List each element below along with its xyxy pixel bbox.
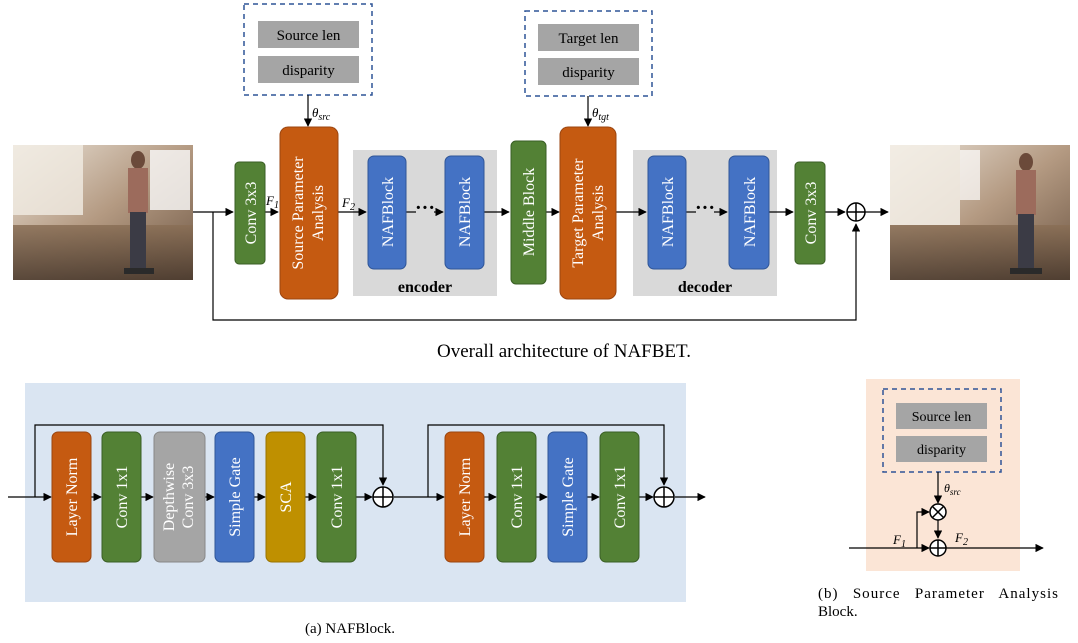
decoder-ellipsis: ··· (695, 197, 715, 219)
overall-caption: Overall architecture of NAFBET. (437, 341, 691, 362)
sca-text: SCA (278, 481, 295, 513)
sca-block (265, 431, 306, 563)
tpa-text-line1: Target Parameter (570, 158, 587, 268)
decoder-nafblock-1-text: NAFBlock (660, 177, 677, 247)
conv1x1-block-1b (316, 431, 357, 563)
depthwise-text-line1: Depthwise (161, 463, 178, 531)
spa-f1-branch (916, 507, 930, 548)
nafblock1-skip (34, 424, 388, 497)
target-len-text: Target len (559, 31, 619, 47)
output-image (890, 145, 1070, 280)
conv1x1-block-2b (599, 431, 640, 563)
multiply-icon (929, 503, 947, 521)
encoder-ellipsis: ··· (415, 197, 435, 219)
simple-gate-1-text: Simple Gate (227, 457, 244, 537)
input-image (13, 145, 193, 280)
spa-params-box (882, 388, 1002, 473)
global-skip-connection (212, 212, 861, 321)
spa-source-len-chip (896, 403, 987, 429)
spa-caption-line2: Block. (818, 604, 858, 620)
spa-f2-label: F2 (954, 530, 968, 548)
encoder-nafblock-1 (367, 155, 407, 270)
target-parameter-analysis-block (559, 126, 617, 300)
conv1x1-2a-text: Conv 1x1 (509, 466, 526, 529)
spa-disparity-chip (896, 436, 987, 462)
spa-f1-label: F1 (892, 532, 906, 550)
source-len-text: Source len (277, 28, 341, 44)
layer-norm-2-text: Layer Norm (457, 457, 474, 536)
middle-block-text: Middle Block (521, 168, 538, 256)
encoder-nafblock-2 (444, 155, 485, 270)
conv1x1-block-1a (101, 431, 142, 563)
depthwise-text-line2: Conv 3x3 (180, 466, 197, 529)
source-disparity-chip (258, 56, 359, 83)
target-disparity-chip (538, 58, 639, 85)
simple-gate-block-1 (214, 431, 255, 563)
spa-theta-label: θsrc (944, 481, 961, 497)
add-icon (653, 486, 675, 508)
layer-norm-1-text: Layer Norm (64, 457, 81, 536)
simple-gate-block-2 (547, 431, 588, 563)
spa-disparity-text: disparity (917, 443, 966, 458)
add-icon (372, 486, 394, 508)
tpa-text-line2: Analysis (590, 185, 607, 241)
layer-norm-block-1 (51, 431, 92, 563)
simple-gate-2-text: Simple Gate (560, 457, 577, 537)
source-disparity-text: disparity (282, 63, 335, 79)
encoder-nafblock-2-text: NAFBlock (457, 177, 474, 247)
layer-norm-block-2 (444, 431, 485, 563)
conv-out-block (794, 161, 826, 265)
source-parameter-analysis-block (279, 126, 339, 300)
residual-add-icon (846, 202, 866, 222)
spa-text-line1: Source Parameter (290, 156, 307, 270)
conv1x1-2b-text: Conv 1x1 (612, 466, 629, 529)
conv1x1-block-2a (496, 431, 537, 563)
depthwise-conv-block (153, 431, 206, 563)
target-disparity-text: disparity (562, 65, 615, 81)
f2-label: F2 (341, 195, 355, 213)
theta-tgt-label: θtgt (592, 105, 609, 123)
decoder-nafblock-1 (647, 155, 687, 270)
conv-in-block (234, 161, 266, 265)
nafblock2-skip (427, 424, 669, 497)
conv-out-text: Conv 3x3 (803, 182, 820, 245)
theta-src-label: θsrc (312, 105, 331, 123)
decoder-nafblock-2 (728, 155, 770, 270)
spa-caption-line1: (b) Source Parameter Analysis (818, 586, 1058, 602)
middle-block (510, 140, 547, 285)
conv1x1-1a-text: Conv 1x1 (114, 466, 131, 529)
spa-text-line2: Analysis (310, 185, 327, 241)
conv-in-text: Conv 3x3 (243, 182, 260, 245)
decoder-nafblock-2-text: NAFBlock (742, 177, 759, 247)
conv1x1-1b-text: Conv 1x1 (329, 466, 346, 529)
target-len-chip (538, 24, 639, 51)
add-icon (929, 539, 947, 557)
nafblock-caption: (a) NAFBlock. (305, 621, 395, 637)
source-len-chip (258, 21, 359, 48)
spa-source-len-text: Source len (912, 410, 971, 425)
decoder-label: decoder (678, 279, 732, 296)
encoder-nafblock-1-text: NAFBlock (380, 177, 397, 247)
f1-label: F1 (265, 193, 279, 211)
encoder-label: encoder (398, 279, 452, 296)
